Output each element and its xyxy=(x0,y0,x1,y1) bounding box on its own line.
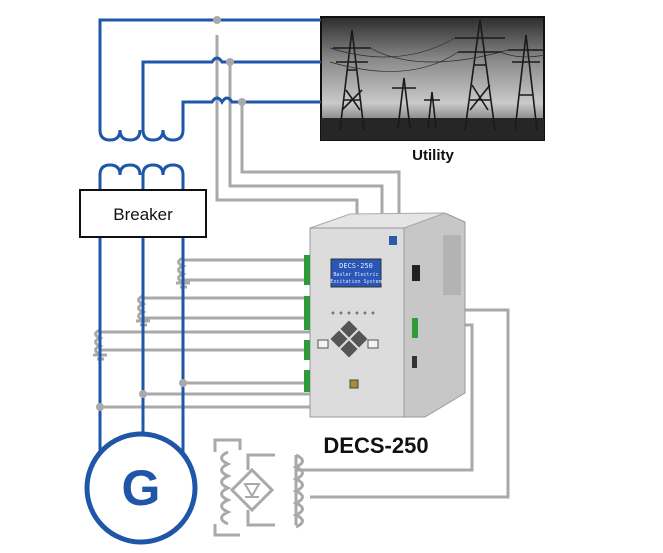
rectifier-bridge xyxy=(229,467,275,513)
utility-label: Utility xyxy=(412,147,454,164)
decs-250-device xyxy=(304,212,466,418)
utility-photo xyxy=(320,16,545,141)
breaker-label: Breaker xyxy=(113,205,173,224)
junction-dots xyxy=(96,16,246,411)
power-lines xyxy=(98,18,321,455)
keypad xyxy=(317,320,379,358)
generator xyxy=(84,431,198,545)
excitation-transformer xyxy=(213,438,304,537)
device-screen-line-2: Basler Electric xyxy=(333,272,378,278)
device-label: DECS-250 xyxy=(323,433,428,458)
generator-label: G xyxy=(122,460,161,516)
device-screen-line-1: DECS-250 xyxy=(339,262,373,270)
breaker-box xyxy=(79,189,207,238)
device-screen-line-3: Excitation System xyxy=(330,279,381,285)
power-transformer-coils xyxy=(98,129,185,176)
